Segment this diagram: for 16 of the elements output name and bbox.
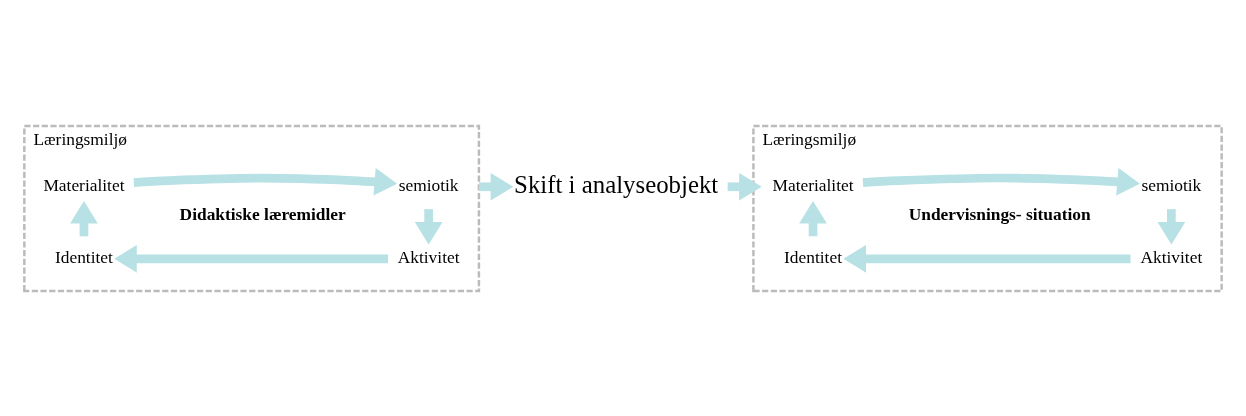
node-text: Didaktiske læremidler — [179, 204, 346, 224]
node-text: Materialitet — [43, 175, 125, 195]
arrow — [133, 167, 398, 196]
arrow — [862, 167, 1140, 196]
node-text: Aktivitet — [397, 247, 460, 267]
node-text: semiotik — [1141, 175, 1202, 195]
arrow — [114, 244, 389, 273]
node-text: Skift i analyseobjekt — [514, 170, 719, 198]
arrow — [843, 244, 1131, 273]
node-text: Identitet — [55, 247, 113, 267]
node-text: Materialitet — [772, 175, 854, 195]
node-text: Undervisnings- situation — [908, 204, 1091, 224]
node-text: semiotik — [398, 175, 459, 195]
arrow — [727, 172, 762, 201]
node-text: Aktivitet — [1140, 247, 1203, 267]
node-text: Identitet — [784, 247, 842, 267]
